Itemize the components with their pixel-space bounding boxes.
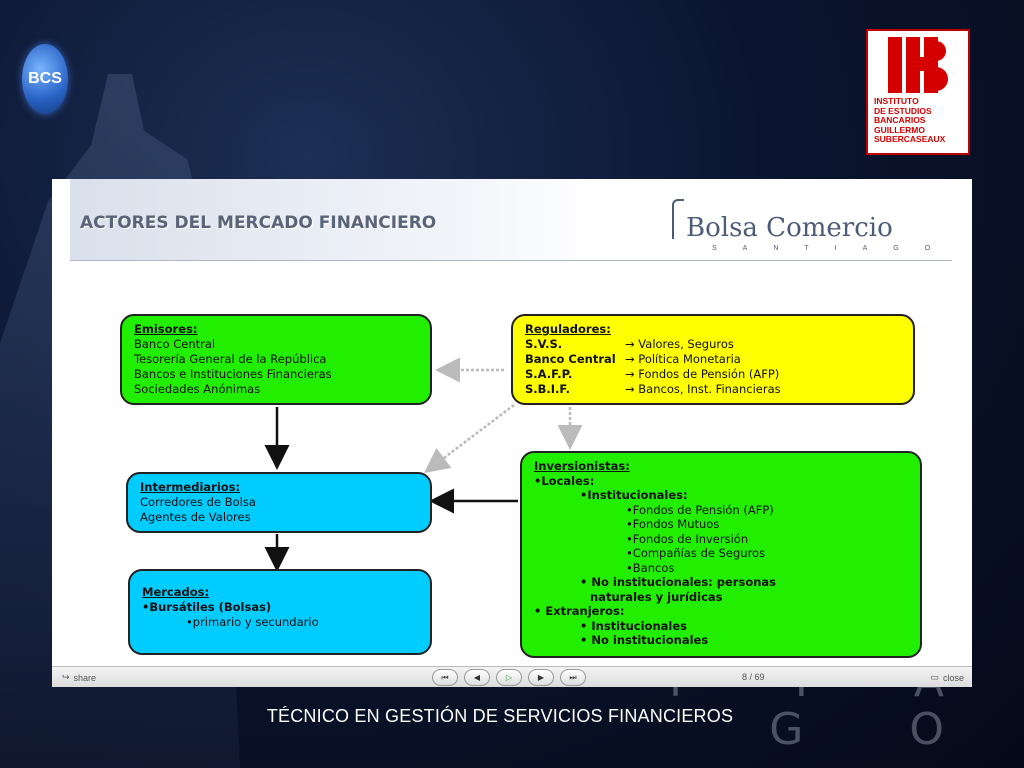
intermediarios-box: Intermediarios: Corredores de Bolsa Agen… — [126, 472, 432, 533]
slide-navigation: ⏮ ◀ ▷ ▶ ⏭ — [432, 669, 586, 686]
bolsa-brand-sub: SANTIAGO — [712, 245, 957, 252]
bolsa-logo: Bolsa Comercio SANTIAGO — [672, 193, 942, 255]
emisores-heading: Emisores: — [134, 322, 198, 336]
footer-caption: TÉCNICO EN GESTIÓN DE SERVICIOS FINANCIE… — [266, 706, 734, 726]
regulator-row: Banco Central→ Política Monetaria — [525, 352, 741, 366]
institute-mark-icon — [888, 37, 948, 93]
close-label: close — [942, 672, 964, 683]
mercados-heading: Mercados: — [142, 585, 210, 599]
regulator-row: S.A.F.P.→ Fondos de Pensión (AFP) — [525, 367, 780, 381]
mercados-box: Mercados: •Bursátiles (Bolsas) •primario… — [128, 569, 432, 655]
close-icon: ▭ — [930, 672, 939, 682]
list-item: •Compañías de Seguros — [626, 546, 766, 560]
regulator-row: S.V.S.→ Valores, Seguros — [525, 337, 734, 351]
bcs-logo: BCS — [22, 44, 68, 114]
inversionistas-box: Inversionistas: •Locales: •Institucional… — [520, 451, 922, 658]
viewer-toolbar: ↪ share ⏮ ◀ ▷ ▶ ⏭ 8 / 69 ▭ close — [52, 666, 972, 687]
list-item: • No institucionales: personas — [580, 575, 777, 589]
list-item: •Bursátiles (Bolsas) — [142, 600, 272, 614]
regulator-row: S.B.I.F.→ Bancos, Inst. Financieras — [525, 382, 781, 396]
list-item: • Extranjeros: — [534, 604, 625, 618]
slide-title: ACTORES DEL MERCADO FINANCIERO — [80, 213, 437, 233]
list-item: •Fondos de Pensión (AFP) — [626, 502, 774, 517]
first-slide-button[interactable]: ⏮ — [432, 669, 458, 686]
list-item: •Fondos de Inversión — [626, 531, 749, 546]
list-item: Agentes de Valores — [140, 510, 251, 524]
page-counter: 8 / 69 — [742, 672, 765, 682]
share-icon: ↪ — [62, 672, 70, 682]
share-button[interactable]: ↪ share — [62, 672, 96, 683]
list-item: Sociedades Anónimas — [134, 382, 261, 396]
list-item: •Locales: — [534, 473, 595, 488]
list-item: •Institucionales: — [580, 488, 688, 502]
list-item: •Fondos Mutuos — [626, 517, 720, 531]
bolsa-brand: Bolsa Comercio — [686, 213, 893, 243]
list-item: •Bancos — [626, 560, 675, 575]
arrow-reguladores-to-intermediarios — [424, 404, 515, 474]
reguladores-box: Reguladores: S.V.S.→ Valores, Seguros Ba… — [511, 314, 915, 405]
last-slide-button[interactable]: ⏭ — [560, 669, 586, 686]
institute-name: INSTITUTO DE ESTUDIOS BANCARIOS GUILLERM… — [874, 96, 946, 144]
list-item: • Institucionales — [580, 618, 687, 633]
list-item: Corredores de Bolsa — [140, 495, 256, 509]
previous-slide-button[interactable]: ◀ — [464, 669, 490, 686]
list-item: Bancos e Instituciones Financieras — [134, 367, 332, 381]
diagram-connectors — [264, 357, 583, 572]
list-item: naturales y jurídicas — [590, 589, 723, 604]
share-label: share — [73, 672, 97, 683]
next-slide-button[interactable]: ▶ — [528, 669, 554, 686]
list-item: •primario y secundario — [186, 615, 319, 629]
institute-logo: INSTITUTO DE ESTUDIOS BANCARIOS GUILLERM… — [866, 29, 970, 155]
bcs-logo-text: BCS — [28, 70, 62, 87]
close-button[interactable]: ▭ close — [930, 672, 964, 683]
list-item: Banco Central — [134, 337, 216, 351]
slide-frame: ACTORES DEL MERCADO FINANCIERO Bolsa Com… — [52, 179, 972, 687]
slide-header: ACTORES DEL MERCADO FINANCIERO Bolsa Com… — [70, 179, 952, 261]
reguladores-heading: Reguladores: — [525, 322, 611, 336]
play-button[interactable]: ▷ — [496, 669, 522, 686]
list-item: Tesorería General de la República — [134, 352, 327, 366]
list-item: • No institucionales — [580, 633, 709, 647]
emisores-box: Emisores: Banco Central Tesorería Genera… — [120, 314, 432, 405]
bolsa-mark-icon — [672, 199, 684, 239]
intermediarios-heading: Intermediarios: — [140, 480, 241, 494]
inversionistas-heading: Inversionistas: — [534, 459, 630, 473]
